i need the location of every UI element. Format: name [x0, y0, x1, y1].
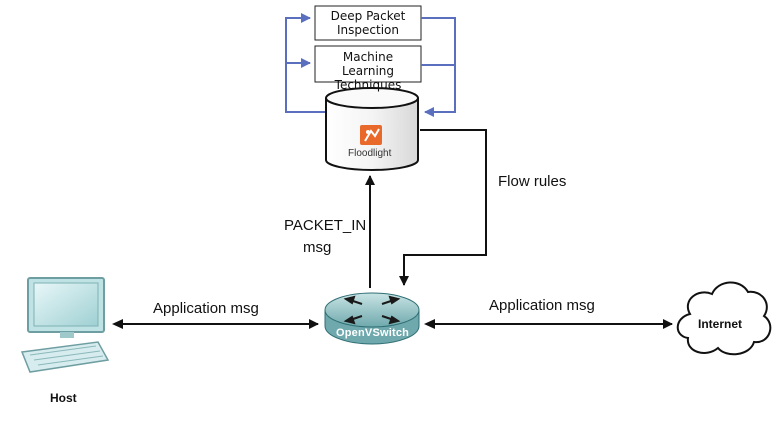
flow-rules-label: Flow rules: [498, 173, 567, 190]
host-switch-arrow-head-left: [112, 319, 123, 329]
dpi-box: [314, 5, 422, 41]
left-feedback-arrows: [285, 13, 326, 113]
dpi-label: Deep Packet Inspection: [315, 9, 421, 37]
ml-label-line2: Techniques: [334, 78, 402, 92]
right-feedback-arrows: [421, 17, 456, 117]
packet-in-label-line1: PACKET_IN: [284, 217, 367, 234]
internet-label: Internet: [698, 317, 743, 331]
flow-rules-arrow: [399, 129, 487, 286]
floodlight-label: Floodlight: [348, 148, 392, 159]
packet-in-label-line2: msg: [303, 239, 332, 256]
ml-box: [314, 45, 422, 83]
dpi-label-line2: Inspection: [337, 23, 399, 37]
host-label: Host: [50, 391, 77, 405]
ml-label-line1: Machine Learning: [341, 50, 395, 78]
internet-cloud-icon: [676, 281, 772, 356]
floodlight-controller: [325, 87, 419, 171]
dpi-label-line1: Deep Packet: [330, 9, 406, 23]
openvswitch-icon: [324, 292, 420, 345]
floodlight-logo-icon: [360, 125, 382, 145]
switch-internet-arrow-head-left: [424, 319, 435, 329]
app-msg-right-label: Application msg: [489, 297, 595, 314]
app-msg-left-label: Application msg: [153, 300, 259, 317]
openvswitch-label: OpenVSwitch: [336, 327, 410, 339]
host-computer-icon: [20, 277, 110, 373]
ml-label: Machine Learning Techniques: [315, 50, 421, 92]
